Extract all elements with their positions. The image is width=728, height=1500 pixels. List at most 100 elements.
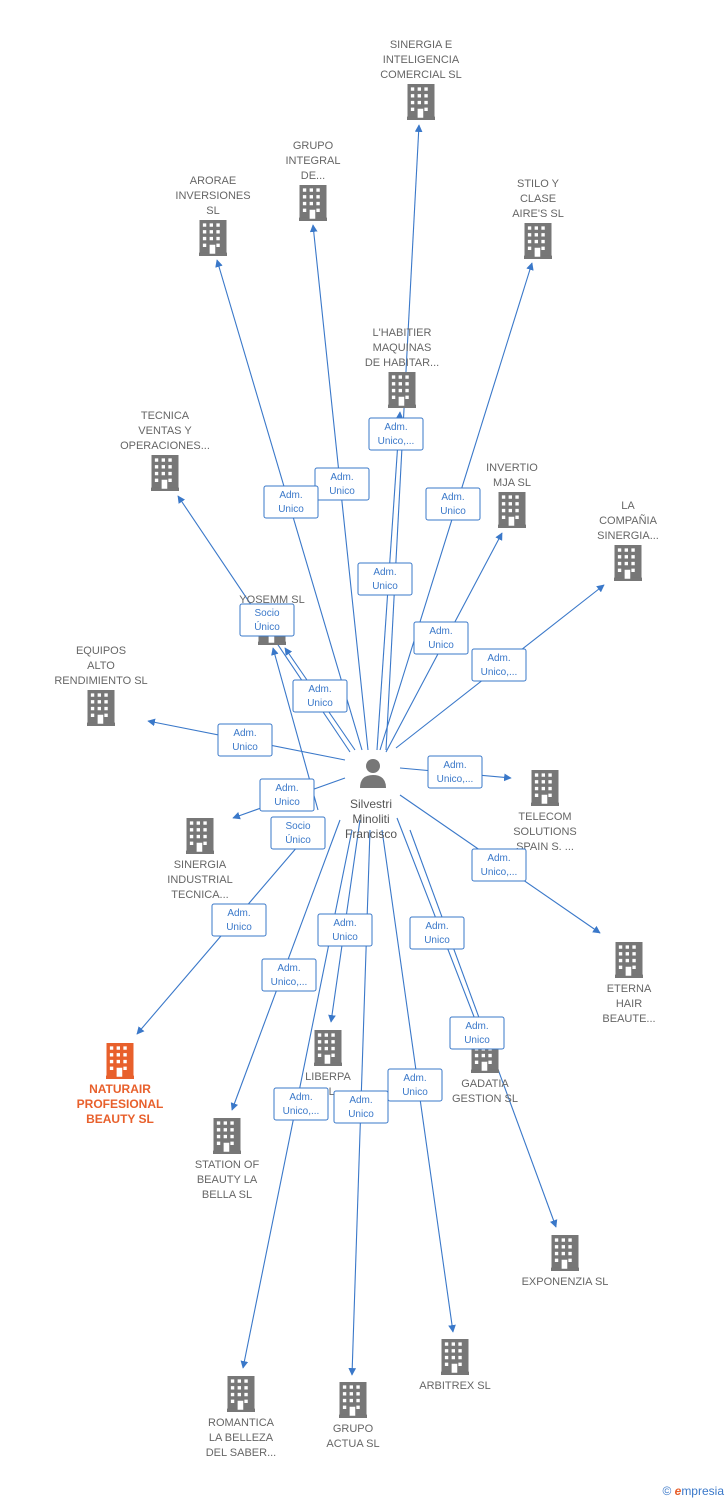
company-label-line: ARORAE <box>190 175 236 187</box>
edge-label-line: Unico <box>424 935 450 946</box>
company-label-line: GRUPO <box>293 140 334 152</box>
edge-label-arorae[interactable]: Adm.Unico <box>263 485 319 519</box>
building-icon <box>407 84 435 120</box>
company-node-yosemm[interactable]: YOSEMM SL <box>239 594 305 645</box>
edge-label-compania[interactable]: Adm. Unico,... <box>471 648 527 682</box>
edge-label-line: Adm. <box>333 918 356 929</box>
company-label-line: ETERNA <box>607 983 652 995</box>
company-label-line: TELECOM <box>518 811 571 823</box>
edge-label-line: Adm. <box>403 1073 426 1084</box>
building-icon <box>87 690 115 726</box>
edge-label-stilo[interactable]: Adm. Unico <box>425 487 481 521</box>
edge-label-line: Unico <box>402 1087 428 1098</box>
company-node-compania[interactable]: LACOMPAÑIASINERGIA... <box>597 500 659 581</box>
edge-label-station[interactable]: Adm.Unico,... <box>261 958 317 992</box>
building-icon <box>106 1043 134 1079</box>
edge-label-line: Adm. <box>279 490 302 501</box>
company-node-eterna[interactable]: ETERNAHAIRBEAUTE... <box>602 942 656 1025</box>
edge-label-line: Adm. <box>308 684 331 695</box>
edge-label-box <box>270 816 326 850</box>
edge-label-box <box>413 621 469 655</box>
edge-label-line: Unico <box>226 922 252 933</box>
edges-layer <box>136 124 605 1376</box>
edge-label-line: Unico <box>464 1035 490 1046</box>
edge-label-eterna[interactable]: Adm.Unico,... <box>471 848 527 882</box>
edge-label-line: Adm. <box>487 653 510 664</box>
edge-label-habitier[interactable]: Adm.Unico <box>357 562 413 596</box>
edge-label-sinergia_int[interactable]: Adm.Unico,... <box>368 417 424 451</box>
company-label-line: EXPONENZIA SL <box>522 1276 609 1288</box>
company-label-line: DEL SABER... <box>206 1447 277 1459</box>
company-label-line: DE HABITAR... <box>365 357 439 369</box>
company-label-line: NATURAIR <box>89 1082 151 1096</box>
company-label-line: RENDIMIENTO SL <box>54 675 147 687</box>
edge-label-line: Unico,... <box>271 977 308 988</box>
edge-label-grupo_actua[interactable]: Adm.Unico <box>333 1090 389 1124</box>
edge-label-line: Unico <box>232 742 258 753</box>
edge-label-line: Unico,... <box>481 667 518 678</box>
company-label-line: INDUSTRIAL <box>167 874 232 886</box>
company-node-arbitrex[interactable]: ARBITREX SL <box>419 1339 491 1392</box>
company-label-line: COMERCIAL SL <box>380 69 462 81</box>
building-icon <box>199 220 227 256</box>
edge-label-line: Único <box>254 620 280 633</box>
edge-label-sinergia_ind[interactable]: Adm.Unico <box>259 778 315 812</box>
edge-label-box <box>409 916 465 950</box>
edge-label-box <box>317 913 373 947</box>
edge-label-line: Único <box>285 833 311 846</box>
edge-label-gadatia[interactable]: Adm.Unico <box>409 916 465 950</box>
edge-label-romantica[interactable]: Adm.Unico,... <box>273 1087 329 1121</box>
edge-label-line: Socio <box>285 821 310 832</box>
company-node-grupo_integral[interactable]: GRUPOINTEGRALDE... <box>285 140 341 221</box>
edge-label-exponenzia[interactable]: Adm.Unico <box>449 1016 505 1050</box>
edge-label-liberpa[interactable]: Adm. Unico <box>317 913 373 947</box>
person-label-line: Silvestri <box>350 797 392 811</box>
edge-label-line: Adm. <box>330 472 353 483</box>
edge-label-naturair[interactable]: Adm.Unico <box>211 903 267 937</box>
edge-label-arbitrex[interactable]: Adm. Unico <box>387 1068 443 1102</box>
edge-label-equipos[interactable]: Adm.Unico <box>217 723 273 757</box>
company-node-exponenzia[interactable]: EXPONENZIA SL <box>522 1235 609 1288</box>
company-label-line: BEAUTY LA <box>197 1174 258 1186</box>
company-label-line: GRUPO <box>333 1423 374 1435</box>
edge-label-line: Adm. <box>441 492 464 503</box>
edge-label-line: Unico <box>372 581 398 592</box>
edge-label-line: Unico <box>440 506 466 517</box>
company-node-romantica[interactable]: ROMANTICA LA BELLEZA DEL SABER... <box>206 1376 277 1459</box>
edge-label-line: Unico <box>332 932 358 943</box>
edge-label-line: Adm. <box>429 626 452 637</box>
company-label-line: TECNICA... <box>171 889 228 901</box>
edge-label-line: Adm. <box>384 422 407 433</box>
building-icon <box>614 545 642 581</box>
company-node-sinergia_ind[interactable]: SINERGIAINDUSTRIALTECNICA... <box>167 818 233 901</box>
brand-name: mpresia <box>681 1484 724 1498</box>
edge-label-yosemm[interactable]: Adm.Unico <box>292 679 348 713</box>
company-label-line: LA BELLEZA <box>209 1432 274 1444</box>
edge-label-box <box>427 755 483 789</box>
edge-label-line: Adm. <box>275 783 298 794</box>
company-label-line: CLASE <box>520 193 556 205</box>
edge-label-box <box>273 1087 329 1121</box>
company-label-line: ROMANTICA <box>208 1417 275 1429</box>
company-label-line: STILO Y <box>517 178 560 190</box>
company-label-line: VENTAS Y <box>138 425 192 437</box>
edge-label-box <box>261 958 317 992</box>
edge-label-invertio[interactable]: Adm.Unico <box>413 621 469 655</box>
edge-label-grupo_integral[interactable]: Adm.Unico <box>314 467 370 501</box>
edge-label-telecom[interactable]: Adm.Unico,... <box>427 755 483 789</box>
